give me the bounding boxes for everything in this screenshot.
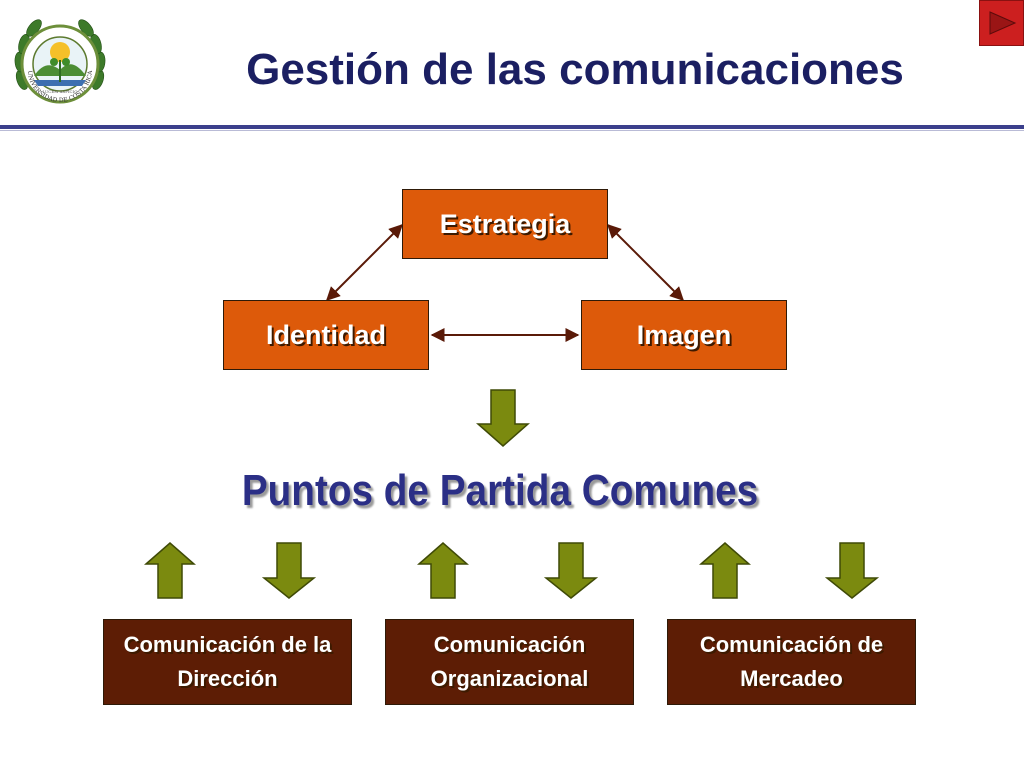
arrow-up-icon <box>417 542 469 599</box>
slide-title: Gestión de las comunicaciones <box>246 45 904 94</box>
play-triangle-icon <box>989 11 1016 35</box>
node-estrategia: Estrategia <box>402 189 608 259</box>
section-heading: Puntos de Partida Comunes <box>241 466 759 515</box>
node-estrategia-label: Estrategia <box>439 208 571 239</box>
svg-text:LUCEM ASPICIO: LUCEM ASPICIO <box>43 89 79 94</box>
arrow-down-icon <box>261 542 317 599</box>
node-comunicacion-mercadeo-label: Comunicación de Mercadeo <box>699 632 884 691</box>
title-divider <box>0 125 1024 129</box>
next-slide-button[interactable] <box>979 0 1024 46</box>
node-comunicacion-mercadeo: Comunicación de Mercadeo <box>667 619 916 705</box>
node-comunicacion-organizacional-label: Comunicación Organizacional <box>430 632 589 691</box>
node-comunicacion-direccion-label: Comunicación de la Dirección <box>123 632 332 691</box>
node-identidad: Identidad <box>223 300 429 370</box>
node-comunicacion-organizacional: Comunicación Organizacional <box>385 619 634 705</box>
title-divider-shadow <box>0 130 1024 131</box>
arrow-down-icon <box>543 542 599 599</box>
arrow-up-icon <box>144 542 196 599</box>
connector-estrategia-imagen <box>607 224 684 301</box>
node-imagen: Imagen <box>581 300 787 370</box>
connector-estrategia-identidad <box>326 224 403 301</box>
university-seal-icon: UNIVERSIDAD DE COSTA RICA LUCEM ASPICIO <box>12 10 108 118</box>
node-identidad-label: Identidad <box>266 319 386 350</box>
arrow-down-icon <box>824 542 880 599</box>
arrow-down-icon <box>476 389 530 447</box>
node-imagen-label: Imagen <box>636 319 732 350</box>
node-comunicacion-direccion: Comunicación de la Dirección <box>103 619 352 705</box>
arrow-up-icon <box>699 542 751 599</box>
